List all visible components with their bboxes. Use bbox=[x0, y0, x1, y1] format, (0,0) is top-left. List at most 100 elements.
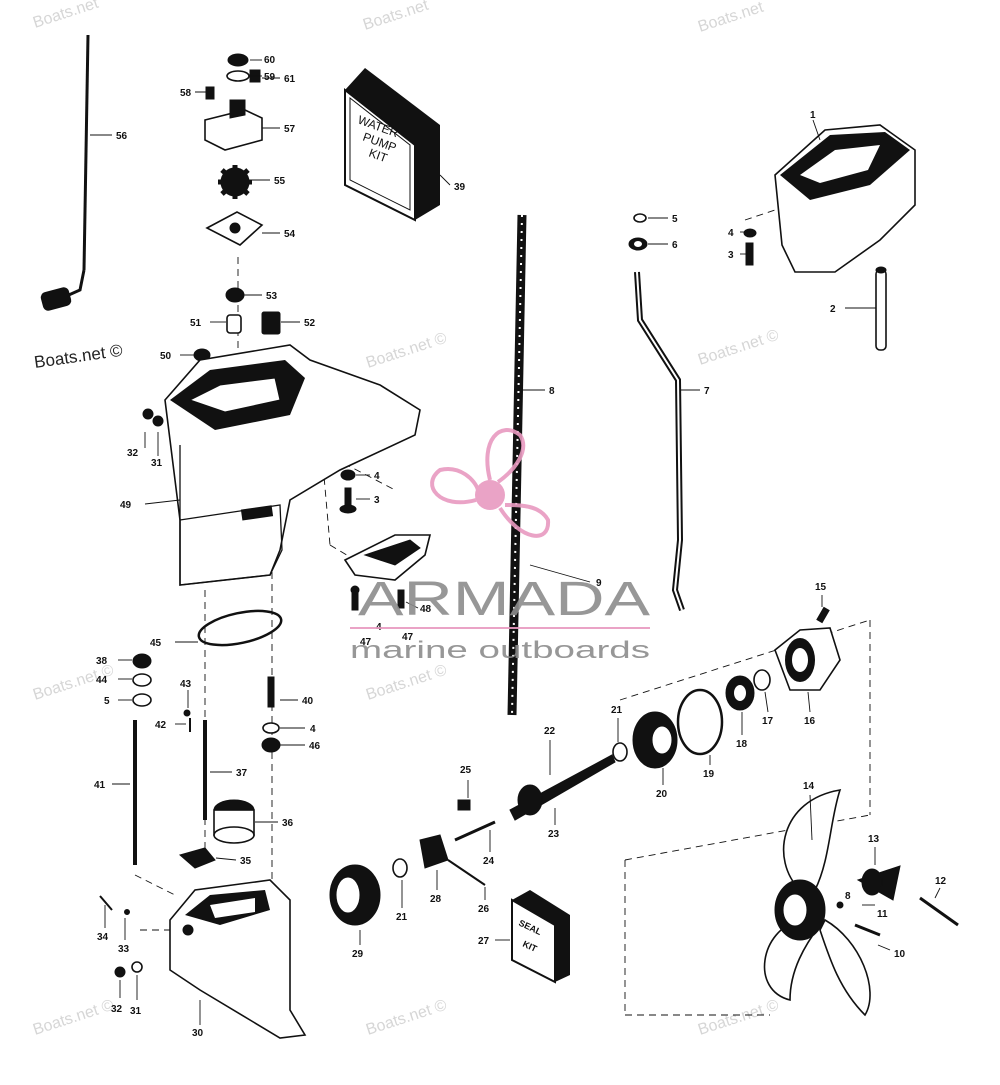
label-47: 47 bbox=[402, 632, 414, 643]
o-ring bbox=[676, 688, 724, 756]
clip bbox=[178, 847, 216, 869]
watermark: Boats.net © bbox=[364, 997, 449, 1039]
label-32: 32 bbox=[111, 1004, 123, 1015]
label-57: 57 bbox=[284, 124, 296, 135]
label-23: 23 bbox=[548, 829, 560, 840]
label-55: 55 bbox=[274, 176, 286, 187]
logo-tagline: marine outboards bbox=[350, 637, 650, 664]
kit-text: KIT bbox=[367, 146, 390, 166]
bolt-center bbox=[339, 469, 357, 514]
label-5: 5 bbox=[672, 214, 678, 225]
label-12: 12 bbox=[935, 876, 947, 887]
label-34: 34 bbox=[97, 932, 109, 943]
label-22: 22 bbox=[544, 726, 556, 737]
label-47: 47 bbox=[360, 637, 372, 648]
label-35: 35 bbox=[240, 856, 252, 867]
label-29: 29 bbox=[352, 949, 364, 960]
washers-left bbox=[132, 653, 152, 707]
label-40: 40 bbox=[302, 696, 314, 707]
watermark: Boats.net bbox=[696, 0, 766, 36]
label-5: 5 bbox=[104, 696, 110, 707]
gearcase-housing bbox=[164, 344, 421, 586]
label-30: 30 bbox=[192, 1028, 204, 1039]
screw-upper bbox=[142, 408, 164, 427]
label-4: 4 bbox=[374, 471, 380, 482]
logo-brand: ARMADA bbox=[358, 573, 650, 626]
stud-assembly bbox=[261, 676, 281, 753]
label-3: 3 bbox=[728, 250, 734, 261]
label-51: 51 bbox=[190, 318, 202, 329]
watermark: Boats.net © bbox=[364, 662, 449, 704]
label-14: 14 bbox=[803, 781, 815, 792]
label-28: 28 bbox=[430, 894, 442, 905]
propeller-shaft bbox=[509, 754, 616, 821]
label-49: 49 bbox=[120, 500, 132, 511]
label-60: 60 bbox=[264, 55, 276, 66]
label-59: 59 bbox=[264, 72, 276, 83]
exhaust-housing bbox=[774, 124, 916, 273]
label-15: 15 bbox=[815, 582, 827, 593]
label-31: 31 bbox=[130, 1006, 142, 1017]
cross-pin bbox=[454, 820, 496, 842]
label-41: 41 bbox=[94, 780, 106, 791]
washer bbox=[743, 228, 757, 238]
label-19: 19 bbox=[703, 769, 715, 780]
label-8: 8 bbox=[845, 891, 851, 902]
label-33: 33 bbox=[118, 944, 130, 955]
label-2: 2 bbox=[830, 304, 836, 315]
label-61: 61 bbox=[284, 74, 296, 85]
armada-logo: ARMADA marine outboards bbox=[350, 428, 650, 664]
label-54: 54 bbox=[284, 229, 296, 240]
label-31: 31 bbox=[151, 458, 163, 469]
label-11: 11 bbox=[877, 909, 888, 920]
label-46: 46 bbox=[309, 741, 321, 752]
label-27: 27 bbox=[478, 936, 490, 947]
lower-gearcase bbox=[169, 879, 307, 1039]
washer bbox=[633, 213, 647, 223]
label-1: 1 bbox=[810, 110, 816, 121]
label-18: 18 bbox=[736, 739, 748, 750]
water-pickup bbox=[343, 534, 432, 611]
thrust-washer bbox=[392, 858, 408, 878]
label-36: 36 bbox=[282, 818, 294, 829]
watermark: Boats.net © bbox=[696, 327, 781, 369]
clutch-dog bbox=[419, 834, 449, 869]
leader-lines bbox=[90, 59, 941, 1025]
label-13: 13 bbox=[868, 834, 880, 845]
spring bbox=[457, 799, 471, 811]
propeller bbox=[763, 788, 871, 1017]
label-25: 25 bbox=[460, 765, 472, 776]
watermark: Boats.net © bbox=[364, 330, 449, 372]
label-16: 16 bbox=[804, 716, 816, 727]
reverse-gear bbox=[632, 711, 678, 769]
label-4: 4 bbox=[728, 228, 734, 239]
label-3: 3 bbox=[374, 495, 380, 506]
watermark-dark: Boats.net © bbox=[33, 341, 124, 372]
label-9: 9 bbox=[596, 578, 602, 589]
label-56: 56 bbox=[116, 131, 128, 142]
label-10: 10 bbox=[894, 949, 906, 960]
label-7: 7 bbox=[704, 386, 710, 397]
label-37: 37 bbox=[236, 768, 248, 779]
lower-small-parts bbox=[99, 895, 143, 978]
shift-rod bbox=[40, 34, 90, 311]
seal-kit-box: SEAL KIT bbox=[511, 890, 570, 984]
water-tube bbox=[875, 269, 887, 351]
water-pump-parts bbox=[193, 53, 281, 362]
label-17: 17 bbox=[762, 716, 774, 727]
label-45: 45 bbox=[150, 638, 162, 649]
label-4: 4 bbox=[310, 724, 316, 735]
thrust-washer bbox=[612, 742, 628, 762]
watermark: Boats.net bbox=[361, 0, 431, 34]
label-53: 53 bbox=[266, 291, 278, 302]
label-44: 44 bbox=[96, 675, 108, 686]
cotter-pin bbox=[919, 896, 959, 927]
label-8: 8 bbox=[549, 386, 555, 397]
watermark: Boats.net © bbox=[696, 997, 781, 1039]
label-50: 50 bbox=[160, 351, 172, 362]
label-48: 48 bbox=[420, 604, 432, 615]
label-42: 42 bbox=[155, 720, 167, 731]
watermark: Boats.net bbox=[31, 0, 101, 32]
label-20: 20 bbox=[656, 789, 668, 800]
